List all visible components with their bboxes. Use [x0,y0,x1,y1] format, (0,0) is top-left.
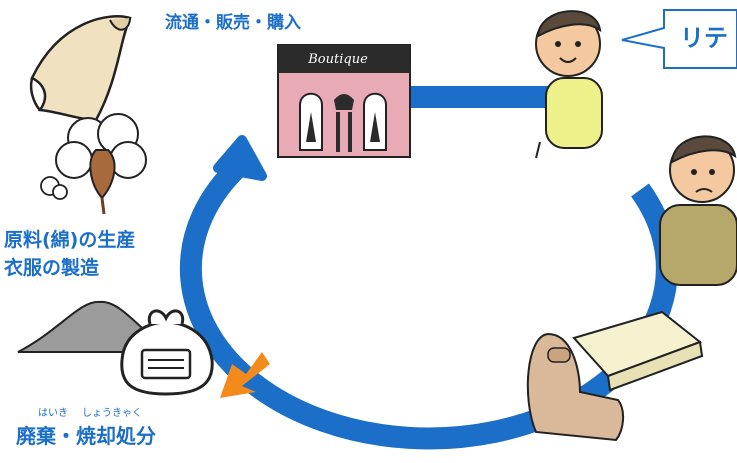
cotton-plant-icon [40,113,147,215]
speech-bubble [621,9,737,69]
shop-sign-text: Boutique [308,52,368,67]
cycle-ring [179,86,678,450]
person-sad-icon [659,135,737,286]
stage-label-disposal: 廃棄・焼却処分 [16,424,156,448]
stage-label-production: 原料(綿)の生産 衣服の製造 [4,226,135,282]
stage-label-distribution: 流通・販売・購入 [165,13,301,33]
boutique-store-icon [277,44,411,158]
ruby-haiki: はいき [38,408,68,419]
speech-bubble-text: リテ [680,24,728,52]
car-seat-icon [526,310,704,442]
ruby-shoukyaku: しょうきゃく [82,408,142,419]
fabric-roll-icon [29,15,132,122]
stage-label-production-line2: 衣服の製造 [4,257,100,279]
stage-label-production-line1: 原料(綿)の生産 [4,229,136,251]
disposal-arrow [220,352,270,398]
trash-bag-icon [120,309,214,396]
person-happy-icon [535,10,603,159]
